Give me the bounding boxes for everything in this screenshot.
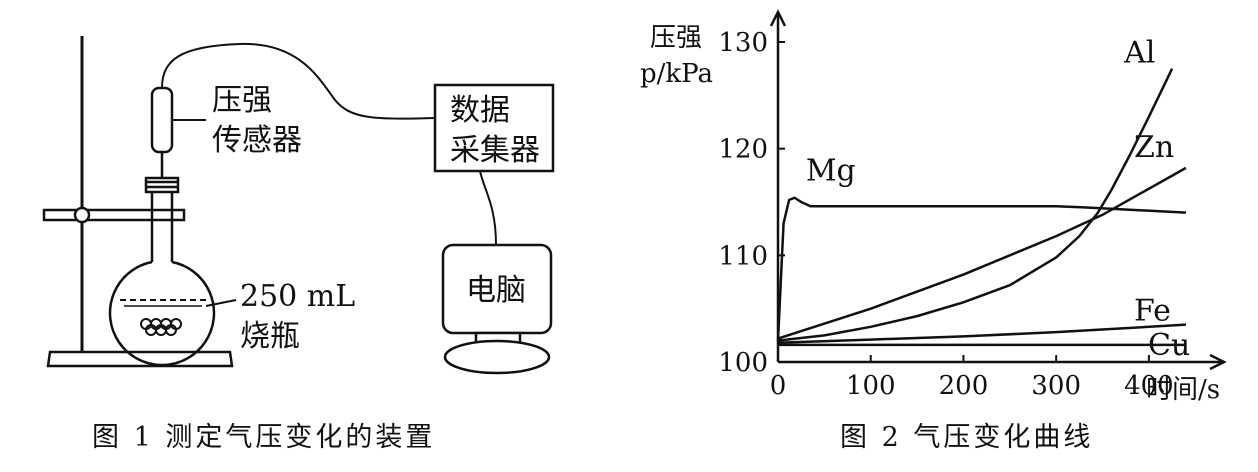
sensor-label-line2: 传感器	[212, 123, 302, 158]
series-label-mg: Mg	[806, 154, 856, 189]
y-axis-label-line2: p/kPa	[640, 59, 713, 89]
series-line-mg	[776, 196, 1187, 341]
x-tick-label: 200	[939, 371, 989, 401]
sensor-wire	[161, 42, 436, 120]
figure1-caption: 图 1 测定气压变化的装置	[92, 422, 435, 453]
stopper	[144, 176, 180, 194]
pressure-sensor	[150, 86, 174, 154]
series-line-fe	[777, 323, 1187, 345]
x-axis-label: 时间/s	[1146, 375, 1220, 405]
y-tick-label: 100	[718, 348, 768, 378]
x-tick-label: 100	[846, 371, 896, 401]
computer-label: 电脑	[466, 273, 526, 308]
collector-wire	[479, 170, 497, 246]
series-label-al: Al	[1123, 36, 1155, 71]
series-label-zn: Zn	[1134, 130, 1174, 165]
y-tick-label: 110	[718, 241, 768, 271]
x-tick-label: 0	[770, 371, 787, 401]
sensor-label-line1: 压强	[212, 83, 272, 118]
series-label-cu: Cu	[1148, 328, 1190, 363]
metal-pieces	[140, 318, 182, 336]
y-axis-arrow	[769, 9, 787, 27]
collector-label-line1: 数据	[450, 93, 510, 128]
collector-label-line2: 采集器	[450, 133, 540, 168]
y-axis-label-line1: 压强	[650, 23, 702, 53]
series-line-al	[777, 68, 1174, 342]
clamp-arm	[42, 208, 186, 222]
series-label-fe: Fe	[1134, 294, 1171, 329]
flask-pointer	[205, 299, 237, 307]
x-tick-label: 300	[1031, 371, 1081, 401]
series-line-zn	[777, 166, 1187, 340]
clamp-screw	[73, 206, 91, 224]
flask-label-line2: 烧瓶	[240, 319, 300, 354]
flask-bulb	[108, 260, 216, 367]
chart-series	[776, 68, 1187, 347]
computer-base	[443, 339, 551, 375]
figure2-caption: 图 2 气压变化曲线	[840, 422, 1093, 453]
y-tick-label: 130	[718, 28, 768, 58]
flask-label-line1: 250 mL	[240, 279, 355, 314]
data-collector	[433, 83, 555, 173]
y-tick-label: 120	[718, 135, 768, 165]
x-tick-label: 400	[1124, 371, 1174, 401]
apparatus-figure	[42, 36, 555, 375]
flask-neck	[150, 190, 174, 262]
x-axis-arrow	[1209, 353, 1227, 371]
